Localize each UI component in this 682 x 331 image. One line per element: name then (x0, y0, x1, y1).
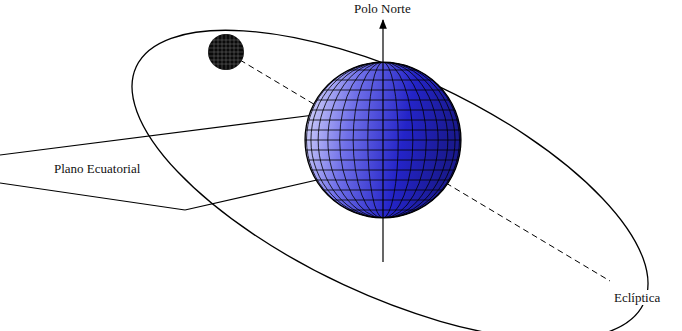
moon-earth-line (240, 60, 610, 281)
ecliptic-label: Eclíptica (612, 290, 662, 305)
axis-label: Polo Norte (352, 1, 413, 16)
ecliptic-orbit (90, 0, 682, 331)
polar-axis (382, 20, 383, 262)
equatorial-plane (0, 113, 330, 210)
plane-label: Plano Ecuatorial (52, 161, 142, 176)
moon-texture (205, 31, 247, 73)
